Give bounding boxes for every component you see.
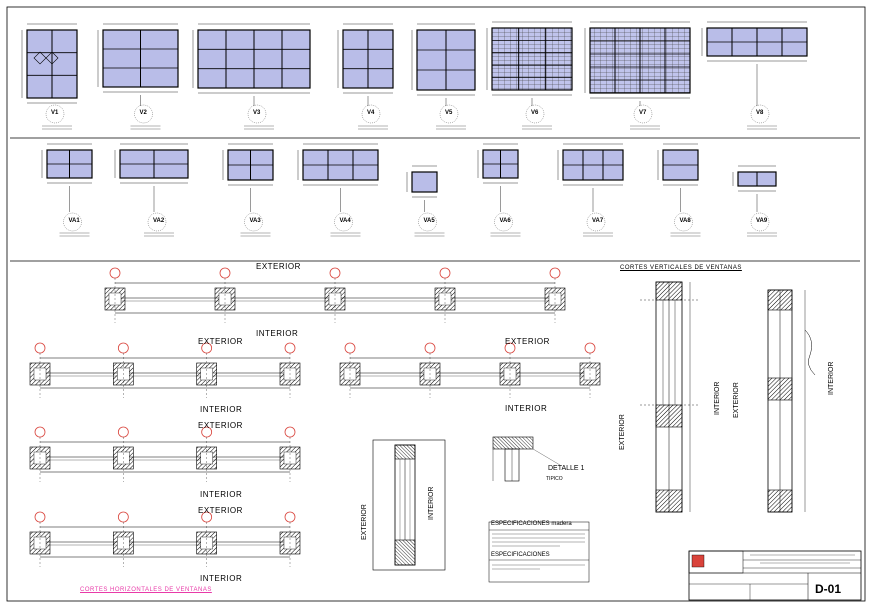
window-elevation: [701, 21, 808, 62]
exterior-label-vleft: EXTERIOR: [619, 414, 626, 450]
window-code: VA2: [153, 218, 165, 224]
reference-marker: [344, 342, 356, 354]
window-code: VA1: [68, 218, 80, 224]
exterior-label-h1: EXTERIOR: [198, 337, 243, 346]
spec-madera-title: ESPECIFICACIONES madera: [491, 521, 572, 527]
detail-vertical-center: [372, 439, 446, 571]
window-code: V2: [139, 110, 147, 116]
reference-marker: [549, 267, 561, 279]
reference-marker: [34, 426, 46, 438]
window-elevations-row2: [41, 143, 777, 237]
horizontal-sections: [29, 267, 601, 567]
interior-label-detail: INTERIOR: [428, 486, 435, 520]
reference-marker: [117, 511, 129, 523]
reference-marker: [284, 511, 296, 523]
window-elevation: [584, 21, 691, 99]
vertical-section-left: [640, 281, 700, 513]
title-block: [688, 550, 862, 601]
specifications-box: [488, 521, 590, 583]
interior-label-h4: INTERIOR: [505, 404, 548, 413]
horizontal-section: [29, 511, 301, 567]
window-elevation: [657, 143, 699, 186]
window-code: V5: [445, 110, 453, 116]
vertical-section-right: [767, 289, 816, 513]
exterior-label-h2: EXTERIOR: [198, 421, 243, 430]
window-code: VA3: [249, 218, 261, 224]
interior-label-h2: INTERIOR: [200, 490, 243, 499]
spec-title: ESPECIFICACIONES: [491, 552, 550, 558]
interior-label-h1: INTERIOR: [200, 405, 243, 414]
window-code: V8: [756, 110, 764, 116]
window-elevation: [114, 143, 189, 184]
reference-marker: [109, 267, 121, 279]
reference-marker: [34, 342, 46, 354]
sheet-code: D-01: [815, 582, 842, 596]
window-code: V7: [639, 110, 647, 116]
window-code: V6: [531, 110, 539, 116]
reference-marker: [219, 267, 231, 279]
window-elevation: [192, 23, 311, 94]
detail-1-title: DETALLE 1: [548, 465, 585, 472]
window-code: VA8: [679, 218, 691, 224]
reference-marker: [584, 342, 596, 354]
window-elevation: [477, 143, 519, 184]
window-code: V3: [253, 110, 261, 116]
reference-marker: [117, 342, 129, 354]
window-code: VA5: [423, 218, 435, 224]
window-elevation: [222, 143, 274, 186]
window-elevation: [97, 23, 179, 93]
interior-label-h3: INTERIOR: [200, 574, 243, 583]
detail-1-subtitle: TIPICO: [546, 476, 563, 482]
window-code: VA9: [756, 218, 768, 224]
exterior-label-top: EXTERIOR: [256, 262, 301, 271]
window-elevations-row1: [21, 21, 808, 130]
window-elevation: [557, 143, 624, 186]
interior-label-vright: INTERIOR: [828, 361, 835, 395]
interior-label-top: INTERIOR: [256, 329, 299, 338]
reference-marker: [284, 342, 296, 354]
window-elevation: [21, 23, 78, 104]
window-code: VA4: [339, 218, 351, 224]
reference-marker: [439, 267, 451, 279]
horizontal-sections-title: CORTES HORIZONTALES DE VENTANAS: [80, 587, 212, 593]
reference-marker: [284, 426, 296, 438]
window-elevation: [41, 143, 93, 184]
exterior-label-detail: EXTERIOR: [361, 504, 368, 540]
window-elevation: [297, 143, 379, 186]
horizontal-section: [104, 267, 566, 323]
reference-marker: [329, 267, 341, 279]
exterior-label-vright: EXTERIOR: [733, 382, 740, 418]
exterior-label-h4: EXTERIOR: [505, 337, 550, 346]
reference-marker: [117, 426, 129, 438]
reference-marker: [34, 511, 46, 523]
horizontal-section: [29, 426, 301, 482]
window-elevation: [337, 23, 394, 94]
detail-1: [492, 436, 561, 482]
window-code: VA6: [499, 218, 511, 224]
window-elevation: [411, 23, 476, 96]
window-elevation: [486, 21, 573, 96]
horizontal-section: [29, 342, 301, 398]
window-code: VA7: [592, 218, 604, 224]
sheet-border: [6, 6, 866, 602]
reference-marker: [424, 342, 436, 354]
vertical-sections-title: CORTES VERTICALES DE VENTANAS: [620, 265, 742, 271]
interior-label-vleft: INTERIOR: [714, 381, 721, 415]
window-elevation: [406, 165, 438, 198]
exterior-label-h3: EXTERIOR: [198, 506, 243, 515]
horizontal-section: [339, 342, 601, 398]
window-elevation: [732, 165, 777, 192]
window-code: V1: [51, 110, 59, 116]
window-code: V4: [367, 110, 375, 116]
